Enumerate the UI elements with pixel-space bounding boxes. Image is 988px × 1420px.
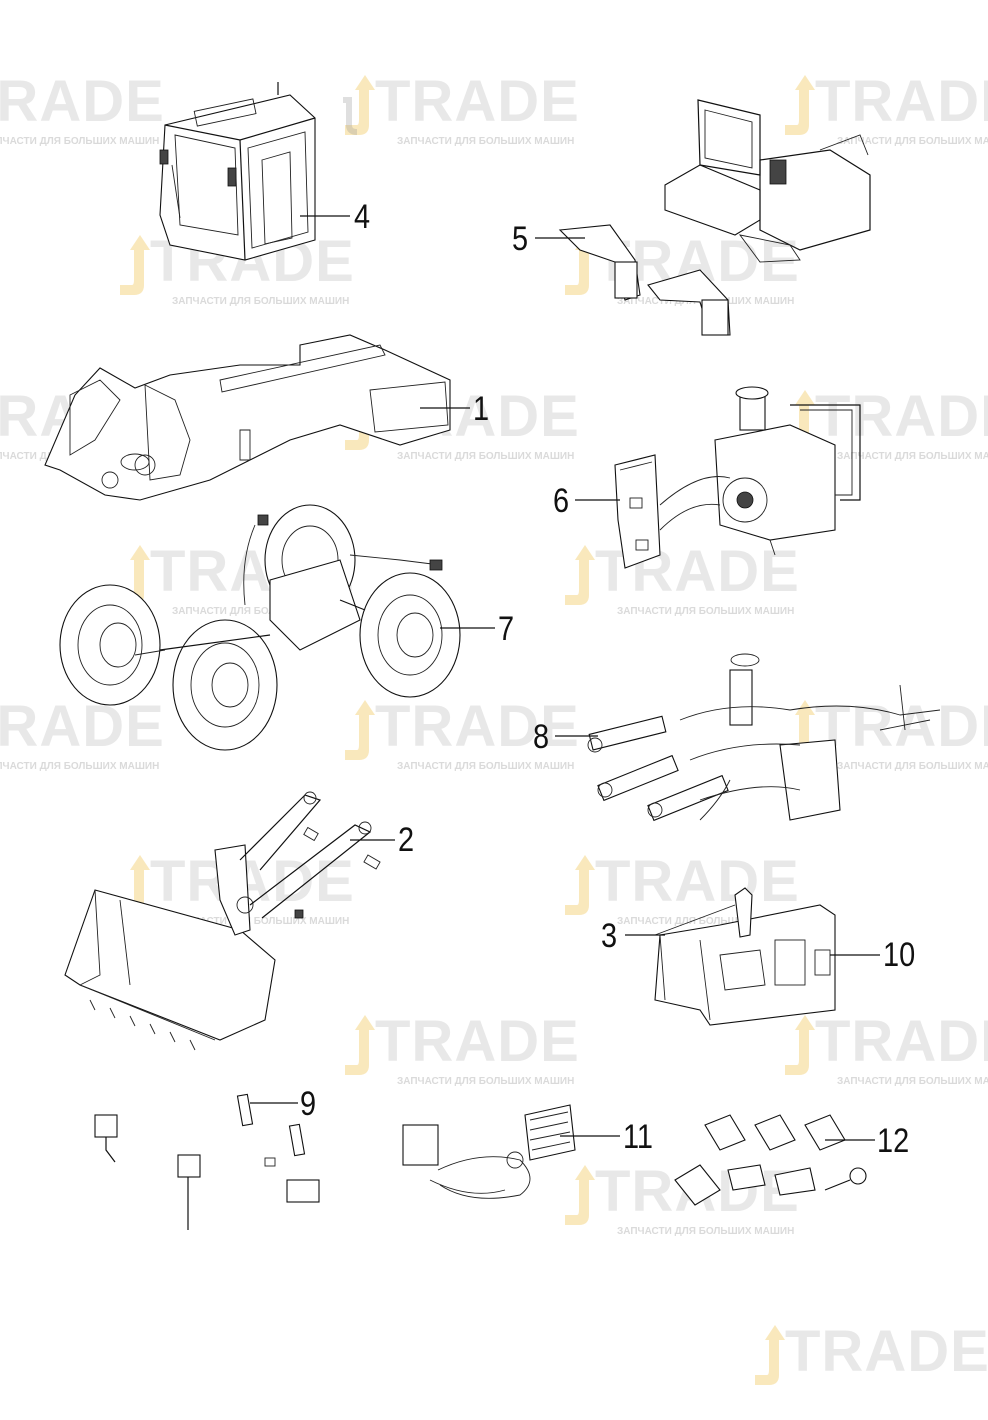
watermark: TRADE ЗАПЧАСТИ ДЛЯ БОЛЬШИХ МАШИН	[110, 230, 360, 330]
watermark-logo-icon	[565, 855, 595, 915]
watermark-text: TRADE	[375, 69, 580, 134]
watermark-subtitle: ЗАПЧАСТИ ДЛЯ БОЛЬШИХ МАШИН	[837, 761, 988, 772]
watermark: TRADE ЗАПЧАСТИ ДЛЯ БОЛЬШИХ МАШИН	[335, 1010, 585, 1110]
watermark-subtitle: ЗАПЧАСТИ ДЛЯ БОЛЬШИХ МАШИН	[837, 1076, 988, 1087]
cab-drawing	[159, 82, 316, 261]
watermark-text: TRADE	[815, 1009, 988, 1074]
watermark-subtitle: ЗАПЧАСТИ ДЛЯ БОЛЬШИХ МАШИН	[397, 136, 575, 147]
watermark-logo-icon	[565, 1165, 595, 1225]
callout-8: 8	[533, 718, 550, 756]
callout-11: 11	[623, 1118, 654, 1156]
watermark-logo-icon	[120, 235, 150, 295]
hood-drawing	[654, 887, 836, 1026]
watermark-subtitle: ЗАПЧАСТИ ДЛЯ БОЛЬШИХ МАШИН	[0, 761, 160, 772]
watermark: TRADE ЗАПЧАСТИ ДЛЯ БОЛЬШИХ МАШИН	[555, 850, 805, 950]
watermark-subtitle: ЗАПЧАСТИ ДЛЯ БОЛЬШИХ МАШИН	[397, 451, 575, 462]
boom-drawing	[64, 791, 381, 1051]
watermark: TRADE	[745, 1320, 988, 1420]
engine-drawing	[614, 386, 861, 569]
fenders-drawing	[558, 99, 871, 336]
watermark: TRADE ЗАПЧАСТИ ДЛЯ БОЛЬШИХ МАШИН	[0, 695, 170, 795]
watermark-text: TRADE	[595, 849, 800, 914]
watermark-subtitle: ЗАПЧАСТИ ДЛЯ БОЛЬШИХ МАШИН	[397, 1076, 575, 1087]
watermark-text: TRADE	[0, 69, 165, 134]
watermark-subtitle: ЗАПЧАСТИ ДЛЯ БОЛЬШИХ МАШИН	[837, 136, 988, 147]
callout-4: 4	[354, 198, 371, 236]
watermark-subtitle: ЗАПЧАСТИ ДЛЯ БОЛЬШИХ МАШИН	[397, 761, 575, 772]
watermark-text: TRADE	[815, 384, 988, 449]
watermark-text: TRADE	[375, 1009, 580, 1074]
callout-12: 12	[877, 1122, 910, 1160]
watermark-logo-icon	[345, 700, 375, 760]
watermark: TRADE ЗАПЧАСТИ ДЛЯ БОЛЬШИХ МАШИН	[335, 70, 585, 170]
heater-drawing	[402, 1104, 576, 1199]
watermark-subtitle: ЗАПЧАСТИ ДЛЯ БОЛЬШИХ МАШИН	[0, 136, 160, 147]
watermark-logo-icon	[565, 545, 595, 605]
watermark-subtitle: ЗАПЧАСТИ ДЛЯ БОЛЬШИХ МАШИН	[172, 916, 350, 927]
watermark-subtitle: ЗАПЧАСТИ ДЛЯ БОЛЬШИХ МАШИН	[617, 1226, 795, 1237]
callout-7: 7	[498, 610, 515, 648]
watermark-logo-icon	[755, 1325, 785, 1385]
callout-6: 6	[553, 482, 570, 520]
watermark-text: TRADE	[0, 694, 165, 759]
watermark: TRADE ЗАПЧАСТИ ДЛЯ БОЛЬШИХ МАШИН	[775, 1010, 988, 1110]
watermark: TRADE ЗАПЧАСТИ ДЛЯ БОЛЬШИХ МАШИН	[335, 695, 585, 795]
callout-2: 2	[398, 821, 415, 859]
hydraulics-drawing	[587, 653, 941, 822]
wheels-drawing	[59, 504, 461, 751]
watermark-logo-icon	[785, 1015, 815, 1075]
watermark-text: TRADE	[375, 694, 580, 759]
watermark-logo-icon	[120, 855, 150, 915]
watermark-logo-icon	[343, 75, 375, 135]
callout-3: 3	[601, 917, 618, 955]
watermark-logo-icon	[345, 1015, 375, 1075]
watermark-logo-icon	[785, 75, 815, 135]
lights-drawing	[94, 1093, 320, 1230]
callout-5: 5	[512, 220, 529, 258]
watermark-subtitle: ЗАПЧАСТИ ДЛЯ БОЛЬШИХ МАШИН	[837, 451, 988, 462]
watermark-subtitle: ЗАПЧАСТИ ДЛЯ БОЛЬШИХ МАШИН	[172, 296, 350, 307]
callout-9: 9	[300, 1085, 317, 1123]
watermark-subtitle: ЗАПЧАСТИ ДЛЯ БОЛЬШИХ МАШИН	[172, 606, 350, 617]
frame-drawing	[44, 334, 451, 501]
watermark-text: TRADE	[815, 69, 988, 134]
watermark-subtitle: ЗАПЧАСТИ ДЛЯ БОЛЬШИХ МАШИН	[617, 916, 795, 927]
tools-drawing	[674, 1114, 867, 1206]
watermark: TRADE ЗАПЧАСТИ ДЛЯ БОЛЬШИХ МАШИН	[0, 70, 170, 170]
callout-1: 1	[473, 390, 490, 428]
callout-10: 10	[883, 936, 916, 974]
watermark: TRADE ЗАПЧАСТИ ДЛЯ БОЛЬШИХ МАШИН	[775, 70, 988, 170]
watermark-subtitle: ЗАПЧАСТИ ДЛЯ БОЛЬШИХ МАШИН	[617, 606, 795, 617]
watermark-logo-icon	[120, 545, 150, 605]
watermark-text: TRADE	[785, 1319, 988, 1384]
